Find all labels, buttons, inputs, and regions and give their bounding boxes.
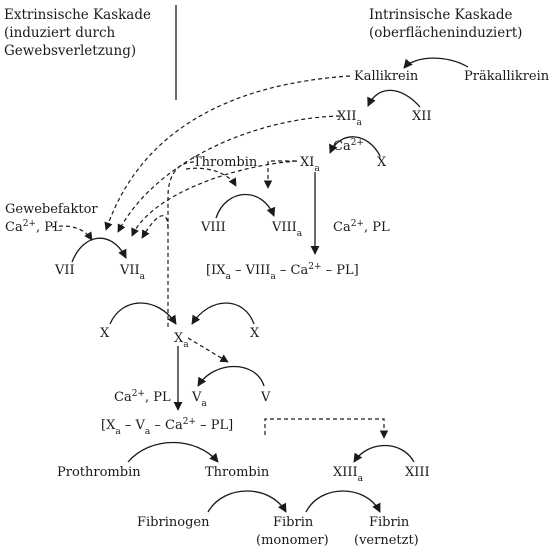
fibrinogen-to-fibrin-arrow <box>207 490 287 513</box>
prothrombinase-complex-label: [Xa – Va – Ca2+ – PL] <box>101 417 233 437</box>
factor-viia-label: VIIa <box>119 263 146 282</box>
extrinsic-heading-line-1: Extrinsische Kaskade <box>4 7 151 23</box>
factor-xiia-label: XIIa <box>337 109 363 128</box>
calcium-pl-mid-label: Ca2+, PL <box>114 389 171 405</box>
extrinsic-heading-line-3: Gewebsverletzung) <box>4 43 136 59</box>
xiii-to-xiiia-arrow <box>353 444 415 463</box>
fibrin-crosslinked-label-line-1: Fibrin <box>369 515 410 530</box>
kallikrein-label: Kallikrein <box>354 69 419 84</box>
tenase-complex-label: [IXa – VIIIa – Ca2+ – PL] <box>206 262 359 282</box>
factor-vii-label: VII <box>54 263 75 278</box>
calcium-pl-right-label: Ca2+, PL <box>333 219 390 235</box>
xia-to-viii-dashed-arrow <box>263 160 296 189</box>
extrinsic-heading-line-2: (induziert durch <box>4 25 116 41</box>
xa-to-v-dashed-arrow <box>187 337 229 363</box>
xii-to-xiia-arrow <box>367 89 421 108</box>
intrinsic-heading-line-2: (oberflächeninduziert) <box>369 25 522 41</box>
fibrin-monomer-label-line-2: (monomer) <box>256 533 329 548</box>
factor-viii-label: VIII <box>200 220 226 235</box>
v-to-va-arrow <box>197 365 265 387</box>
x-right-to-xa-arrow <box>191 302 255 325</box>
factor-v-label: V <box>260 390 271 405</box>
factor-xii-label: XII <box>412 109 432 124</box>
factor-viiia-label: VIIIa <box>271 220 303 239</box>
thrombin-upper-label: Thrombin <box>193 155 258 170</box>
vii-to-viia-arrow <box>71 237 127 263</box>
factor-xiiia-label: XIIIa <box>333 465 364 484</box>
factor-xiii-label: XIII <box>405 465 430 480</box>
factor-x-top-label: X <box>377 155 387 170</box>
gewebefaktor-label: Gewebefaktor <box>5 202 98 217</box>
factor-xia-label: XIa <box>300 155 320 174</box>
xia-to-vii-feedback-arrow <box>131 160 298 237</box>
x-left-to-xa-arrow <box>109 302 177 325</box>
factor-x-right-label: X <box>250 326 260 341</box>
thrombin-to-viii-dashed-arrow <box>185 167 237 187</box>
factor-va-label: Va <box>191 390 207 409</box>
thrombin-to-viia-dashed-arrow <box>141 215 169 239</box>
viii-to-viiia-arrow <box>215 193 276 219</box>
intrinsic-heading-line-1: Intrinsische Kaskade <box>369 7 513 23</box>
thrombin-to-xiii-dashed-arrow <box>264 418 389 439</box>
gewebefaktor-to-vii-arrow <box>51 225 93 241</box>
thrombin-lower-label: Thrombin <box>205 465 270 480</box>
xiia-to-vii-feedback-arrow <box>117 115 341 233</box>
kallikrein-to-vii-feedback-arrow <box>104 75 351 231</box>
praekallikrein-to-kallikrein-arrow <box>403 57 469 69</box>
praekallikrein-label: Präkallikrein <box>464 69 550 84</box>
factor-xa-label: Xa <box>174 331 189 350</box>
thrombin-to-xa-dashed-line <box>167 161 195 328</box>
prothrombin-label: Prothrombin <box>57 465 141 480</box>
fibrin-crosslinked-label-line-2: (vernetzt) <box>354 533 419 548</box>
prothrombin-to-thrombin-arrow <box>127 442 219 463</box>
calcium-pl-left-label: Ca2+, PL <box>5 219 62 235</box>
factor-x-left-label: X <box>100 326 110 341</box>
x-to-xia-arrow <box>329 136 381 157</box>
fibrinogen-label: Fibrinogen <box>137 515 210 530</box>
fibrin-to-crosslinked-arrow <box>305 490 381 513</box>
calcium-label-top: Ca2+ <box>333 138 364 154</box>
fibrin-monomer-label-line-1: Fibrin <box>273 515 314 530</box>
